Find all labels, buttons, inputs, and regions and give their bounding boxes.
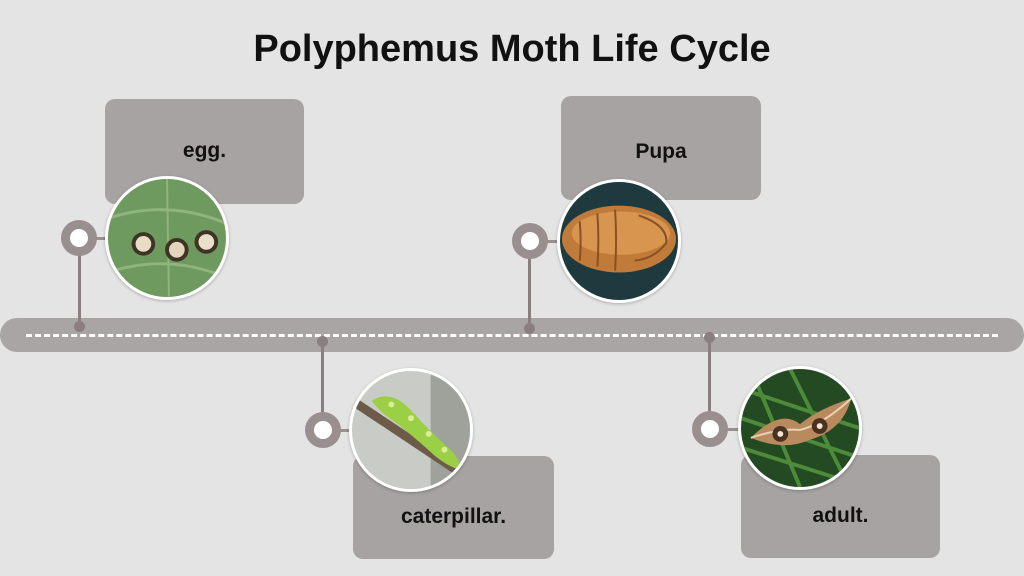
eggs-on-leaf-icon [108,179,226,297]
timeline-dot-egg [74,321,85,332]
green-caterpillar-icon [352,371,470,489]
timeline-dot-caterpillar [317,336,328,347]
connector-stem-pupa [528,254,531,326]
timeline-node-caterpillar [305,412,341,448]
stage-label-text: Pupa [635,140,687,163]
stage-photo-caterpillar [349,368,473,492]
stage-label-text: caterpillar. [400,505,507,528]
timeline-node-adult [692,411,728,447]
connector-tail-pupa [547,240,563,243]
timeline-node-egg [61,220,97,256]
stage-label-text: adult. [812,504,869,527]
connector-stem-caterpillar [321,344,324,414]
stage-label-text: egg. [182,139,227,162]
timeline-dot-adult [704,332,715,343]
stage-label-pupa: Pupa [561,96,761,200]
stage-photo-egg [105,176,229,300]
timeline-node-pupa [512,223,548,259]
connector-tail-egg [96,237,112,240]
timeline-track [0,318,1024,352]
timeline-dot-pupa [524,323,535,334]
timeline-dashed-line [26,334,998,337]
moth-on-fern-icon [741,369,859,487]
connector-tail-caterpillar [340,429,356,432]
stage-photo-adult [738,366,862,490]
connector-tail-adult [727,428,743,431]
connector-stem-adult [708,340,711,414]
connector-stem-egg [78,252,81,326]
stage-photo-pupa [557,179,681,303]
page-title: Polyphemus Moth Life Cycle [253,28,771,70]
brown-pupa-icon [560,182,678,300]
